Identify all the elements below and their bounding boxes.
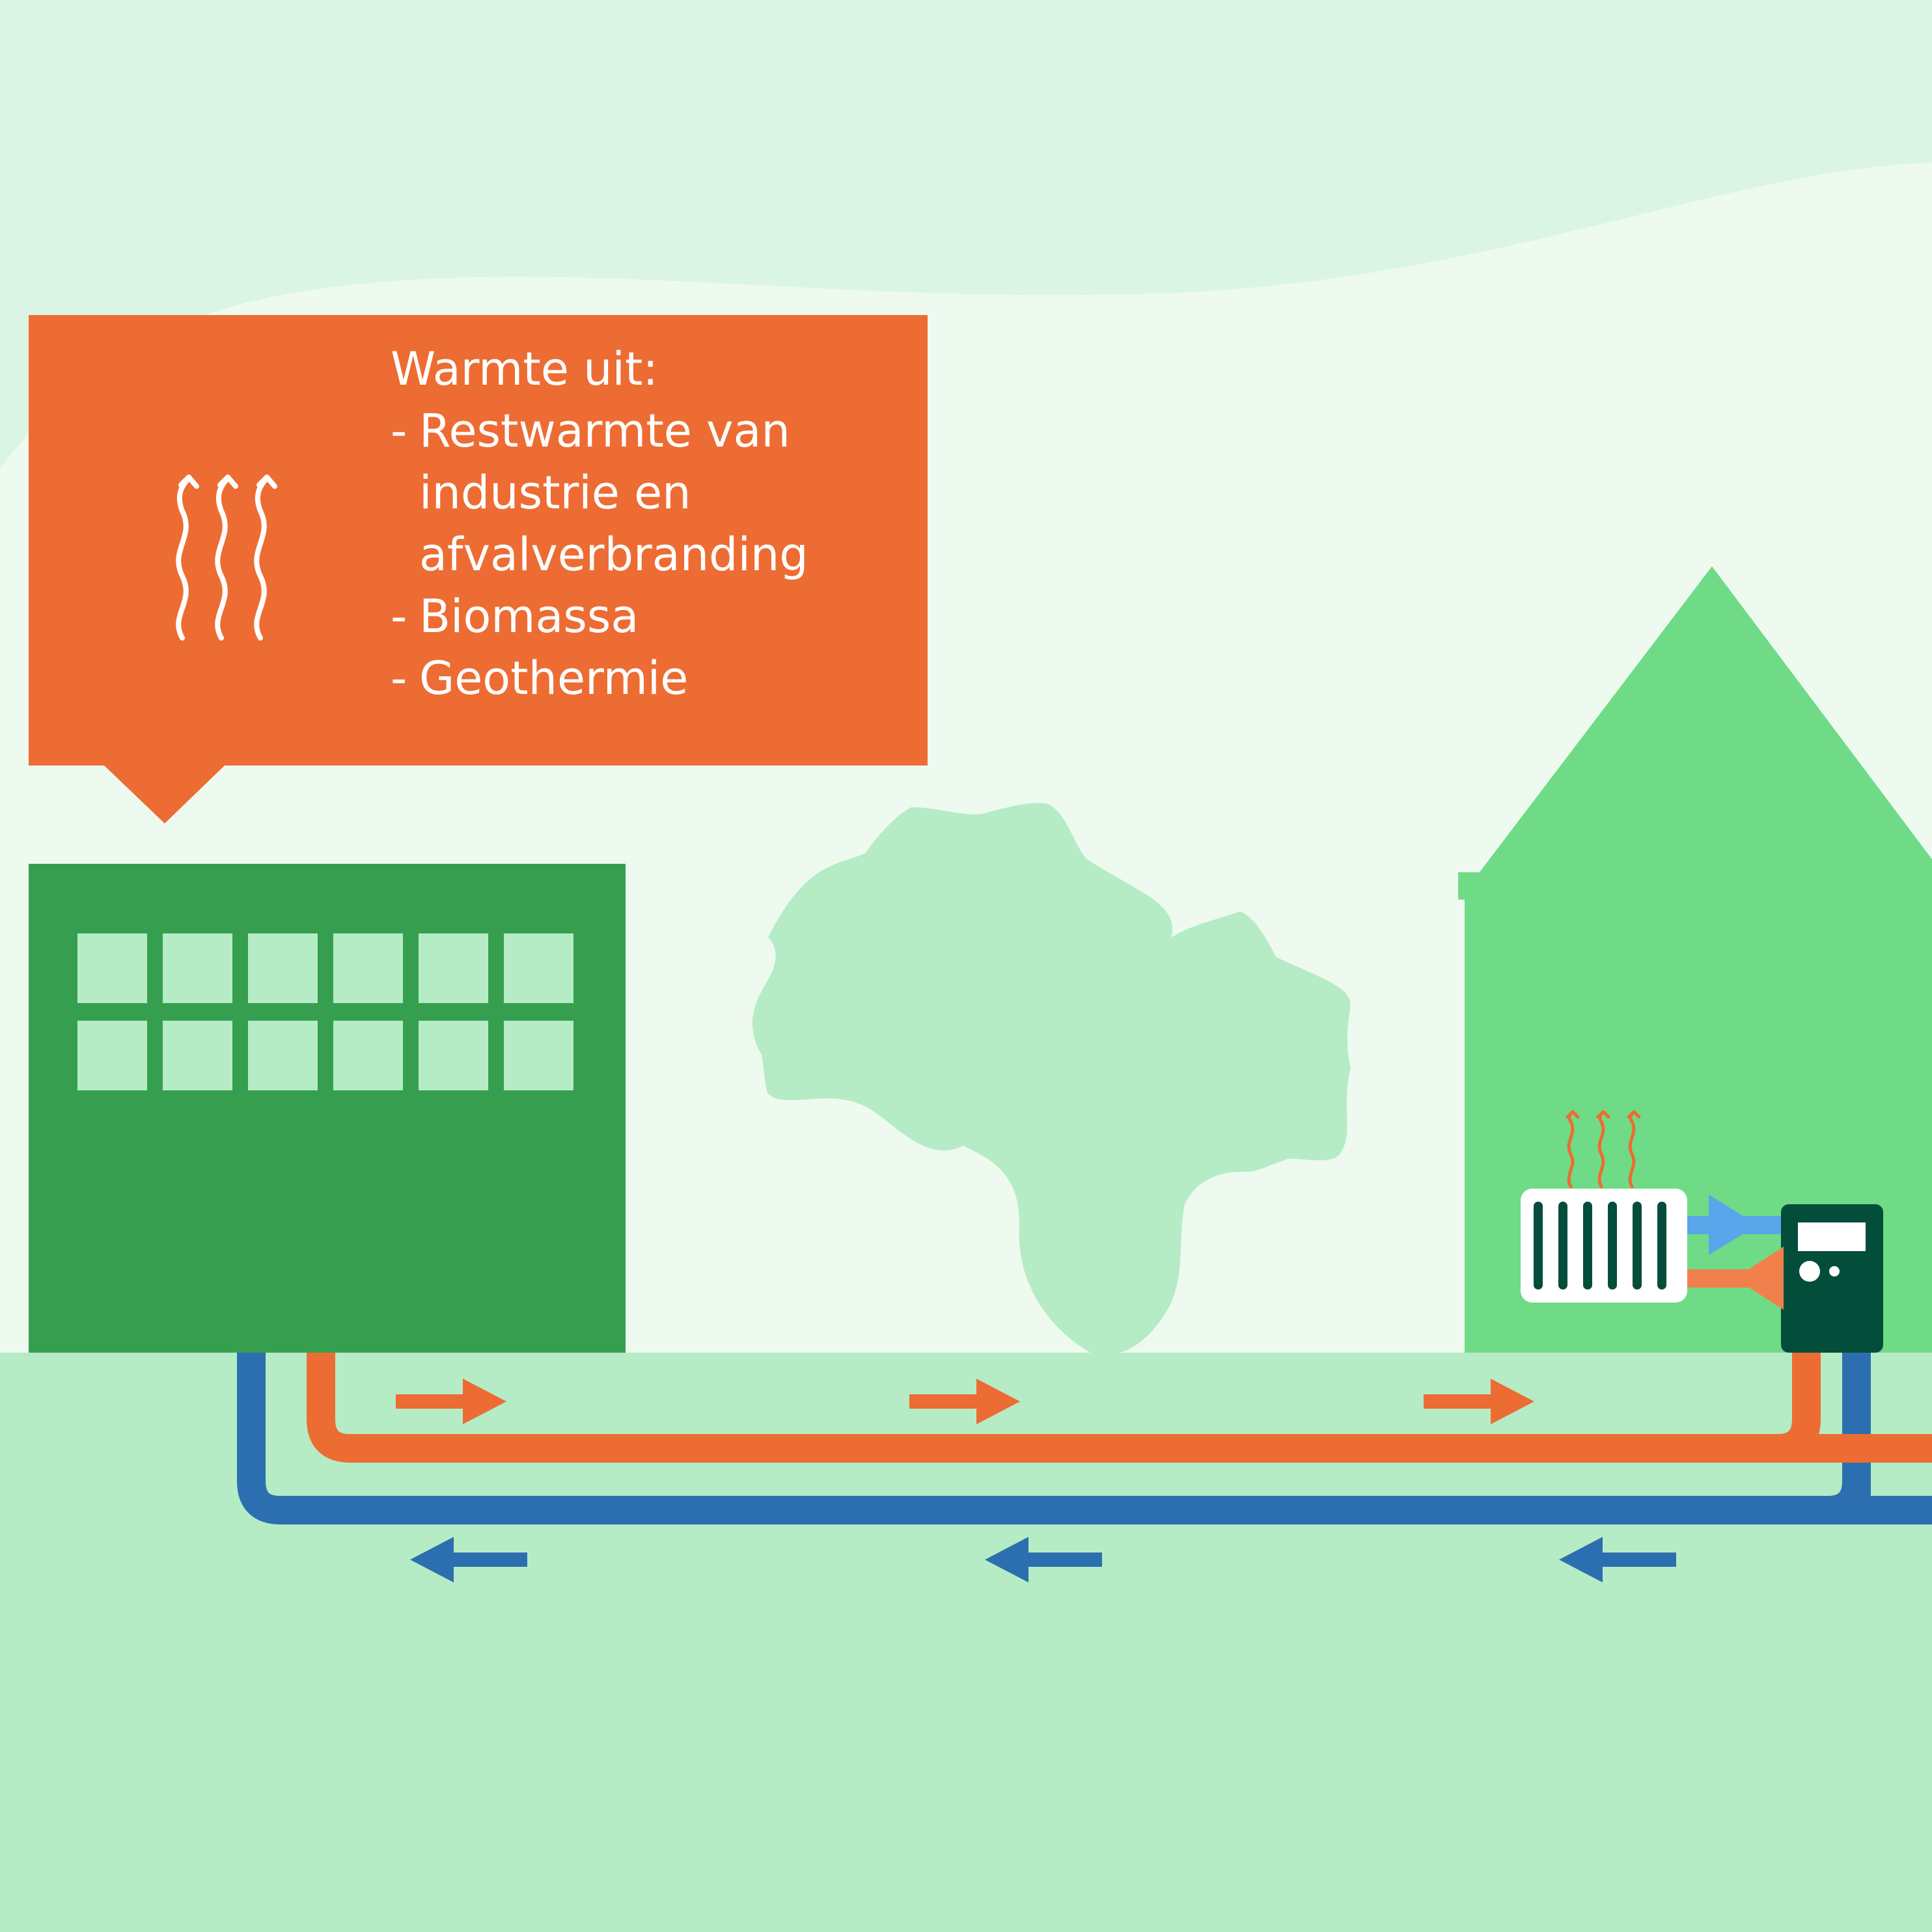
radiator (1521, 1189, 1687, 1303)
arrow-left-icon (985, 1537, 1102, 1582)
house-return-line (1683, 1194, 1781, 1255)
arrow-head (1491, 1379, 1534, 1424)
factory-window (419, 933, 488, 1003)
heat-source-line: -Biomassa (391, 586, 924, 648)
arrow-right-icon (1424, 1379, 1534, 1424)
callout-box (29, 315, 928, 823)
arrow-head (410, 1537, 454, 1582)
arrow-shaft (909, 1394, 981, 1409)
radiator-fin (1633, 1202, 1642, 1290)
arrow-shaft (1024, 1552, 1102, 1567)
arrow-head (1559, 1537, 1603, 1582)
radiator-fin (1583, 1202, 1592, 1290)
radiator-fin (1558, 1202, 1567, 1290)
heat-source-text: Biomassa (419, 590, 639, 643)
arrow-left-icon (1559, 1537, 1676, 1582)
heat-source-item: -Biomassa (391, 586, 924, 648)
heat-source-text: Restwarmte van (419, 404, 790, 458)
heat-exchanger-knob-small (1829, 1266, 1840, 1276)
arrow-shaft (1424, 1394, 1495, 1409)
arrow-right-icon (909, 1379, 1020, 1424)
arrow-head (976, 1379, 1020, 1424)
tree-left (752, 803, 1351, 1353)
radiator-fin (1657, 1202, 1666, 1290)
return-arrows (410, 1537, 1676, 1582)
house-supply-line (1683, 1247, 1784, 1310)
supply-arrows (396, 1379, 1534, 1424)
heat-exchanger (1781, 1204, 1883, 1353)
arrow-shaft (1598, 1552, 1676, 1567)
list-dash: - (391, 652, 407, 705)
callout-heading: Warmte uit: (391, 342, 658, 396)
list-dash: - (391, 590, 407, 643)
factory (29, 864, 626, 1353)
factory-window (333, 1021, 403, 1090)
heat-waves-icon (1566, 1110, 1641, 1189)
factory-window (248, 1021, 318, 1090)
heat-source-item: -Restwarmte van industrie en afvalverbra… (391, 400, 924, 586)
factory-window (248, 933, 318, 1003)
factory-window (504, 933, 573, 1003)
heat-source-list: -Restwarmte van industrie en afvalverbra… (391, 400, 924, 710)
return-pipe (237, 1353, 1932, 1525)
heat-source-line: afvalverbranding (419, 528, 808, 581)
factory-windows (77, 933, 573, 1090)
supply-pipe (307, 1353, 1932, 1463)
heat-source-item: -Geothermie (391, 648, 924, 710)
radiator-fin (1534, 1202, 1543, 1290)
factory-window (333, 933, 403, 1003)
callout-text: Warmte uit: -Restwarmte van industrie en… (391, 338, 924, 710)
arrow-left-icon (1735, 1247, 1784, 1310)
factory-window (163, 1021, 232, 1090)
heat-waves-icon (176, 475, 277, 641)
list-dash: - (391, 404, 407, 458)
radiator-fin (1608, 1202, 1617, 1290)
arrow-right-icon (396, 1379, 506, 1424)
arrow-head (985, 1537, 1028, 1582)
house-eave (1458, 872, 1504, 900)
heat-exchanger-display (1798, 1222, 1866, 1251)
heat-source-line: -Restwarmte van (391, 400, 924, 462)
heat-source-line: industrie en (419, 466, 691, 519)
arrow-shaft (449, 1552, 527, 1567)
heat-source-line: -Geothermie (391, 648, 924, 710)
factory-window (163, 933, 232, 1003)
heat-exchanger-knob-large (1799, 1261, 1820, 1282)
arrow-head (463, 1379, 506, 1424)
radiator-fins (1534, 1202, 1666, 1290)
heat-source-text: Geothermie (419, 652, 689, 705)
arrow-right-icon (1709, 1194, 1758, 1255)
factory-window (504, 1021, 573, 1090)
arrow-shaft (396, 1394, 467, 1409)
factory-window (77, 933, 147, 1003)
callout-pointer (104, 766, 225, 823)
arrow-left-icon (410, 1537, 527, 1582)
factory-window (77, 1021, 147, 1090)
factory-window (419, 1021, 488, 1090)
tree-group (752, 803, 1351, 1353)
